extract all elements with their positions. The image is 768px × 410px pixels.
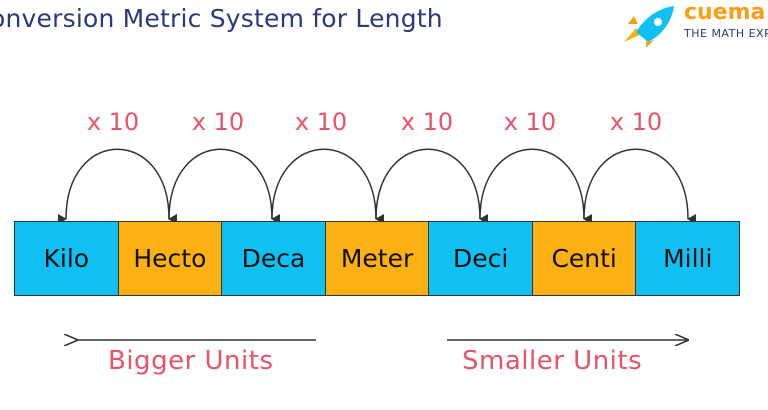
arc-arrow — [375, 148, 489, 224]
unit-centi: Centi — [532, 222, 637, 295]
arc-arrow — [168, 148, 281, 224]
arc-arrow — [271, 148, 385, 224]
arc-arrow — [57, 148, 178, 224]
unit-deci: Deci — [429, 222, 533, 295]
multiplier-label: x 10 — [400, 108, 454, 136]
cuemath-logo: cuema THE MATH EXP — [612, 0, 768, 50]
unit-meter: Meter — [325, 222, 430, 295]
multiplier-label: x 10 — [503, 108, 557, 136]
arc-arrow — [479, 148, 593, 224]
unit-milli: Milli — [636, 222, 740, 295]
multiplier-label: x 10 — [609, 108, 663, 136]
multiplier-label: x 10 — [191, 108, 245, 136]
multiplier-label: x 10 — [294, 108, 348, 136]
multiplier-label: x 10 — [86, 108, 140, 136]
unit-kilo: Kilo — [15, 222, 119, 295]
logo-tagline: THE MATH EXP — [684, 27, 768, 40]
bigger-units-label: Bigger Units — [108, 346, 274, 376]
arc-arrow — [583, 148, 697, 224]
unit-strip: Kilo Hecto Deca Meter Deci Centi Milli — [14, 221, 740, 296]
unit-deca: Deca — [222, 222, 326, 295]
page-title: onversion Metric System for Length — [0, 4, 443, 33]
unit-hecto: Hecto — [118, 222, 223, 295]
rocket-icon — [624, 6, 674, 48]
smaller-units-label: Smaller Units — [462, 346, 643, 376]
logo-wordmark: cuema — [684, 0, 766, 25]
